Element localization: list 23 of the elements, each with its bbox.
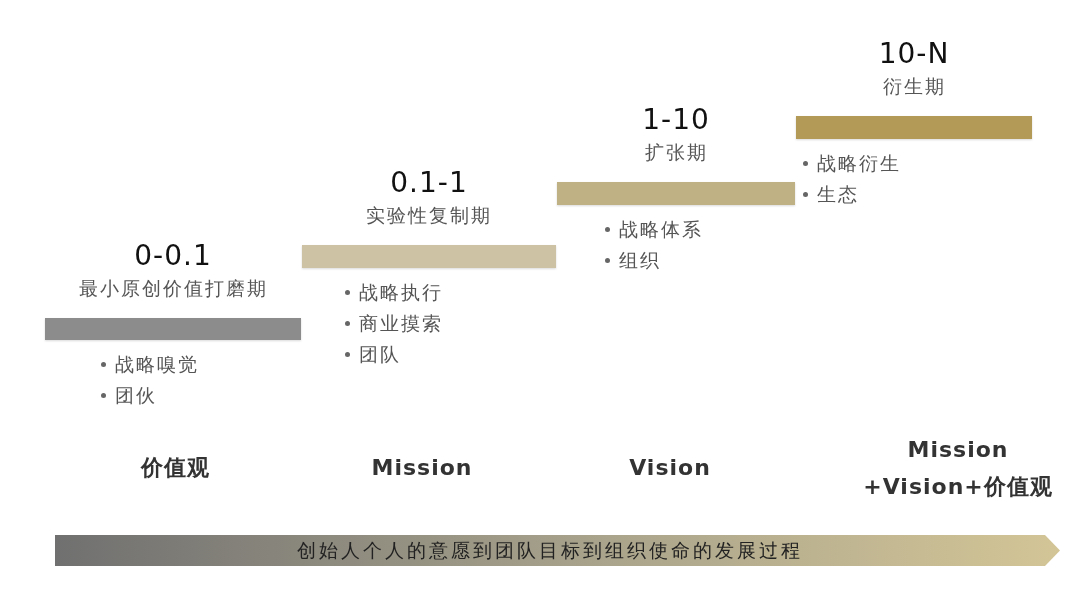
bullet-text: 商业摸索 [359,311,443,335]
stage-range: 1-10 [642,104,710,136]
stage-title: 衍生期 [882,74,946,98]
process-text: 创始人个人的意愿到团队目标到组织使命的发展过程 [297,537,803,563]
bullet-text: 团伙 [115,383,157,407]
value-label: Vision [629,454,711,482]
value-label: 价值观 [140,454,210,482]
value-label: Mission +Vision+价值观 [862,436,1054,501]
stage-title: 扩张期 [644,140,708,164]
stage-range: 0.1-1 [390,167,468,199]
bullet-text: 团队 [359,342,401,366]
stage-range: 10-N [878,38,950,70]
bullet-text: 组织 [619,248,661,272]
bullet-text: 战略衍生 [817,151,901,175]
bullet-text: 战略执行 [359,280,443,304]
bullet-text: 生态 [817,182,859,206]
bullet-text: 战略嗅觉 [115,352,199,376]
stage-title: 最小原创价值打磨期 [78,276,268,300]
stage-title: 实验性复制期 [366,203,492,227]
stage-range: 0-0.1 [134,240,212,272]
process-arrow-band [55,535,1060,566]
value-label: Mission [371,454,473,482]
bullet-text: 战略体系 [619,217,703,241]
